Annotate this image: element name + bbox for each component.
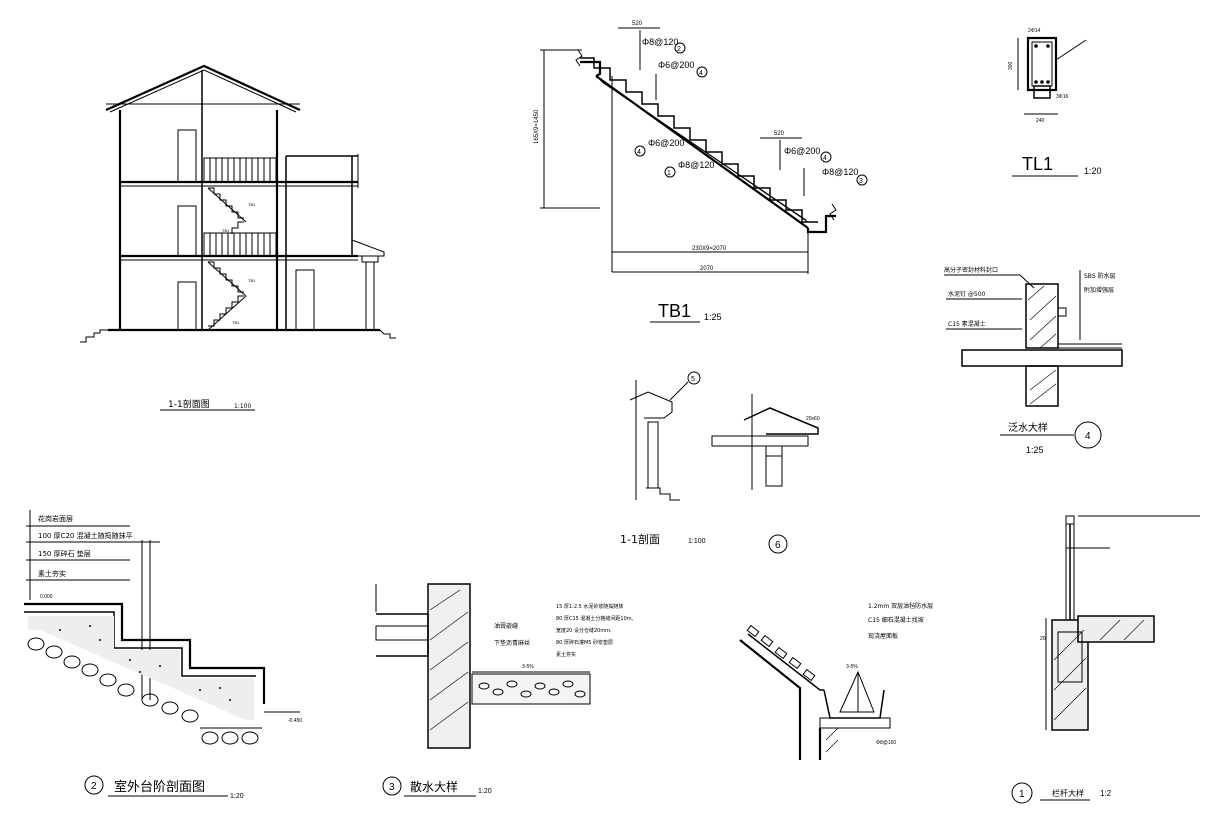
flashing-label: 水泥钉 @500 bbox=[948, 290, 986, 298]
apron-layer: 80 厚C15 混凝土分格缝间距10m, bbox=[556, 615, 634, 622]
rebar-marker: 3 bbox=[859, 178, 863, 185]
step-layer: 150 厚碎石 垫层 bbox=[38, 549, 91, 558]
eave-label: 现浇屋面板 bbox=[868, 632, 898, 640]
rebar-label: Φ8@120 bbox=[642, 37, 678, 47]
beam-height-dim: 300 bbox=[1008, 61, 1014, 70]
beam-bottom-dim: 3Φ16 bbox=[1056, 94, 1069, 100]
flashing-scale: 1:25 bbox=[1026, 445, 1044, 455]
stair-total-dim: 2070 bbox=[700, 266, 714, 272]
stair-mid-dim: 520 bbox=[774, 131, 785, 137]
flashing-label: C15 素混凝土 bbox=[948, 320, 986, 328]
stair-label: TB1 bbox=[232, 320, 240, 325]
rebar-label: Φ8@120 bbox=[678, 160, 714, 170]
apron-marker: 3 bbox=[389, 782, 395, 793]
step-layer: 100 厚C20 混凝土随捣随抹平 bbox=[38, 531, 133, 540]
railing-title: 栏杆大样 bbox=[1052, 788, 1084, 798]
steps-title: 室外台阶剖面图 bbox=[114, 779, 205, 795]
step-layer: 素土夯实 bbox=[38, 569, 66, 578]
rebar-marker: 1 bbox=[667, 170, 671, 177]
rebar-label: Φ6@200 bbox=[648, 138, 684, 148]
railing-scale: 1:2 bbox=[1100, 789, 1112, 798]
stair-label: TB1 bbox=[248, 278, 256, 283]
eave-label: C15 细石混凝土找坡 bbox=[868, 616, 924, 624]
rebar-label: Φ8@120 bbox=[822, 167, 858, 177]
apron-title: 散水大样 bbox=[410, 779, 458, 794]
stair-run-dim: 230X9=2070 bbox=[692, 246, 727, 252]
rebar-marker: 4 bbox=[699, 70, 703, 77]
flashing-detail: 高分子密封材料封口 水泥钉 @500 C15 素混凝土 SBS 防水层 附加增强… bbox=[944, 266, 1123, 455]
apron-scale: 1:20 bbox=[478, 788, 492, 795]
rebar-marker: 2 bbox=[677, 46, 681, 53]
building-section-1-1: TB1 TB1 TB1 TB1 1-1剖面图 1:100 bbox=[80, 64, 396, 411]
beam-width-dim: 240 bbox=[1036, 118, 1045, 124]
steps-scale: 1:20 bbox=[230, 793, 244, 800]
small-section-scale: 1:100 bbox=[688, 538, 706, 545]
tb1-title: TB1 bbox=[658, 301, 691, 321]
apron-layer: 素土夯实 bbox=[556, 651, 576, 658]
stair-tb1-detail: 165X9=1450 230X9=2070 2070 520 520 Φ8@12… bbox=[534, 21, 868, 323]
eave-gutter-detail: 1.2mm 双层油毡防水层 C15 细石混凝土找坡 现浇屋面板 3-5% Φ8@… bbox=[739, 602, 933, 760]
rebar-marker: 4 bbox=[637, 149, 641, 156]
detail-marker: 5 bbox=[691, 376, 695, 383]
eave-size-label: 20x60 bbox=[806, 416, 820, 422]
flashing-title: 泛水大样 bbox=[1008, 421, 1048, 434]
stair-height-dim: 165X9=1450 bbox=[534, 109, 540, 144]
small-section-title: 1-1剖面 bbox=[620, 532, 660, 546]
railing-detail: 20 1 栏杆大样 1:2 bbox=[1011, 515, 1200, 804]
rebar-label: Φ6@200 bbox=[784, 146, 820, 156]
apron-side-label: 油膏嵌缝 bbox=[494, 622, 518, 630]
detail-6-marker: 6 bbox=[775, 540, 781, 551]
steps-marker: 2 bbox=[91, 781, 97, 792]
section-title: 1-1剖面图 bbox=[168, 398, 210, 410]
stair-label: TB1 bbox=[222, 228, 230, 233]
railing-dim: 20 bbox=[1040, 636, 1046, 642]
flashing-label: SBS 防水层 bbox=[1084, 272, 1116, 280]
eave-slope: 3-5% bbox=[846, 664, 858, 670]
step-level-bottom: -0.450 bbox=[288, 718, 302, 724]
rebar-label: Φ6@200 bbox=[658, 60, 694, 70]
apron-slope: 3-5% bbox=[522, 664, 534, 670]
tb1-scale: 1:25 bbox=[704, 312, 722, 322]
eave-label: 1.2mm 双层油毡防水层 bbox=[868, 602, 933, 610]
apron-detail: 油膏嵌缝 下垫沥青麻丝 15 厚1:2.5 水泥砂浆随捣随抹 80 厚C15 混… bbox=[375, 583, 634, 797]
tl1-title: TL1 bbox=[1022, 154, 1053, 174]
apron-layer: 80 厚碎石灌M5 砂浆垫层 bbox=[556, 639, 613, 646]
railing-marker: 1 bbox=[1019, 789, 1025, 800]
step-level-top: 0.000 bbox=[40, 594, 53, 600]
flashing-marker: 4 bbox=[1085, 431, 1091, 442]
apron-layer: 宽度20 设分仓缝20mm, bbox=[556, 627, 612, 634]
beam-tl1-detail: 300 2Φ14 3Φ16 240 TL1 1:20 bbox=[1008, 28, 1102, 177]
apron-layer: 15 厚1:2.5 水泥砂浆随捣随抹 bbox=[556, 603, 623, 610]
beam-top-dim: 2Φ14 bbox=[1028, 28, 1041, 34]
step-layer: 花岗岩面层 bbox=[38, 514, 73, 523]
stair-label: TB1 bbox=[248, 202, 256, 207]
section-scale: 1:100 bbox=[234, 403, 251, 410]
rebar-marker: 4 bbox=[823, 155, 827, 162]
eave-note: Φ8@150 bbox=[876, 740, 896, 746]
small-section-and-eave: 5 1-1剖面 1:100 20x60 6 bbox=[620, 371, 820, 554]
flashing-label: 高分子密封材料封口 bbox=[944, 266, 998, 274]
stair-top-dim: 520 bbox=[632, 21, 643, 27]
apron-side-label: 下垫沥青麻丝 bbox=[494, 639, 530, 647]
exterior-steps-detail: 花岗岩面层 100 厚C20 混凝土随捣随抹平 150 厚碎石 垫层 素土夯实 bbox=[24, 510, 302, 800]
tl1-scale: 1:20 bbox=[1084, 166, 1102, 176]
flashing-label: 附加增强层 bbox=[1084, 286, 1114, 294]
